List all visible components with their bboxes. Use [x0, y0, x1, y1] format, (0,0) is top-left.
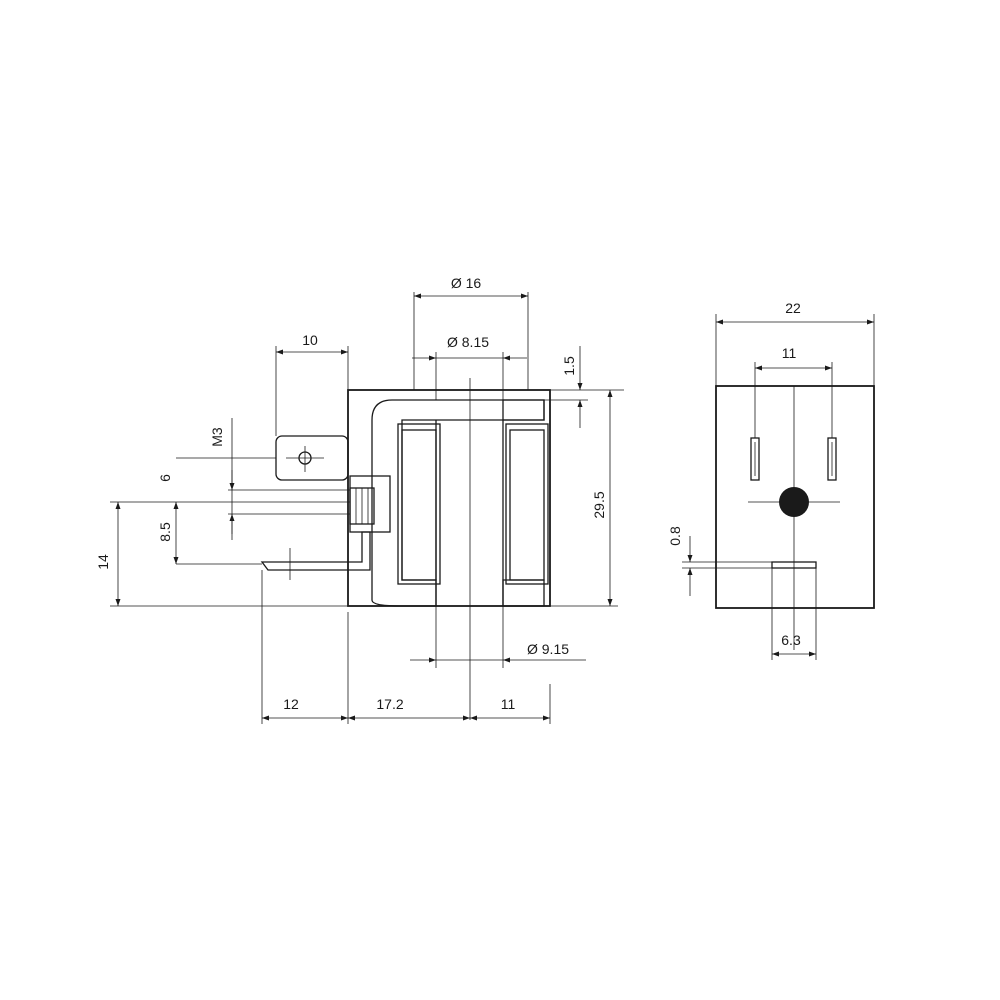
- winding-right: [509, 429, 545, 581]
- dim-pin-spacing: 11: [782, 345, 797, 361]
- dim-body-to-center: 17.2: [376, 696, 403, 712]
- side-body-outline: [715, 385, 875, 609]
- dim-bore-outer: Ø 16: [451, 275, 482, 291]
- dim-tab-extension: 12: [283, 696, 299, 712]
- dim-side-width: 22: [785, 300, 801, 316]
- side-dimensions: 22 11 0.8 6.3: [667, 300, 875, 660]
- winding-left: [401, 429, 437, 581]
- housing-right-hatch: [502, 399, 545, 607]
- dim-pin-width: 6: [157, 474, 173, 482]
- center-ground-dot: [779, 487, 809, 517]
- dim-base-height: 14: [95, 554, 111, 570]
- side-view: [715, 385, 875, 650]
- dim-height-total: 29.5: [591, 491, 607, 518]
- dim-thread: M3: [209, 427, 225, 447]
- earth-slot: [771, 561, 817, 569]
- front-section-view: [260, 378, 551, 720]
- dim-pin-offset: 8.5: [157, 522, 173, 542]
- earth-tab: [260, 531, 371, 571]
- dim-top-gap: 1.5: [561, 356, 577, 376]
- coil-body-outline: [347, 389, 551, 607]
- housing-hatched-frame: [371, 399, 545, 607]
- dim-tab-length: 10: [302, 332, 318, 348]
- dim-core-dia: Ø 9.15: [527, 641, 569, 657]
- dim-bore-inner: Ø 8.15: [447, 334, 489, 350]
- front-dimensions: Ø 16 Ø 8.15 10 1.5 29.5 M3 6: [95, 275, 624, 724]
- dim-center-to-edge: 11: [501, 696, 516, 712]
- dim-slot-width: 6.3: [781, 632, 801, 648]
- dim-slot-thickness: 0.8: [667, 526, 683, 546]
